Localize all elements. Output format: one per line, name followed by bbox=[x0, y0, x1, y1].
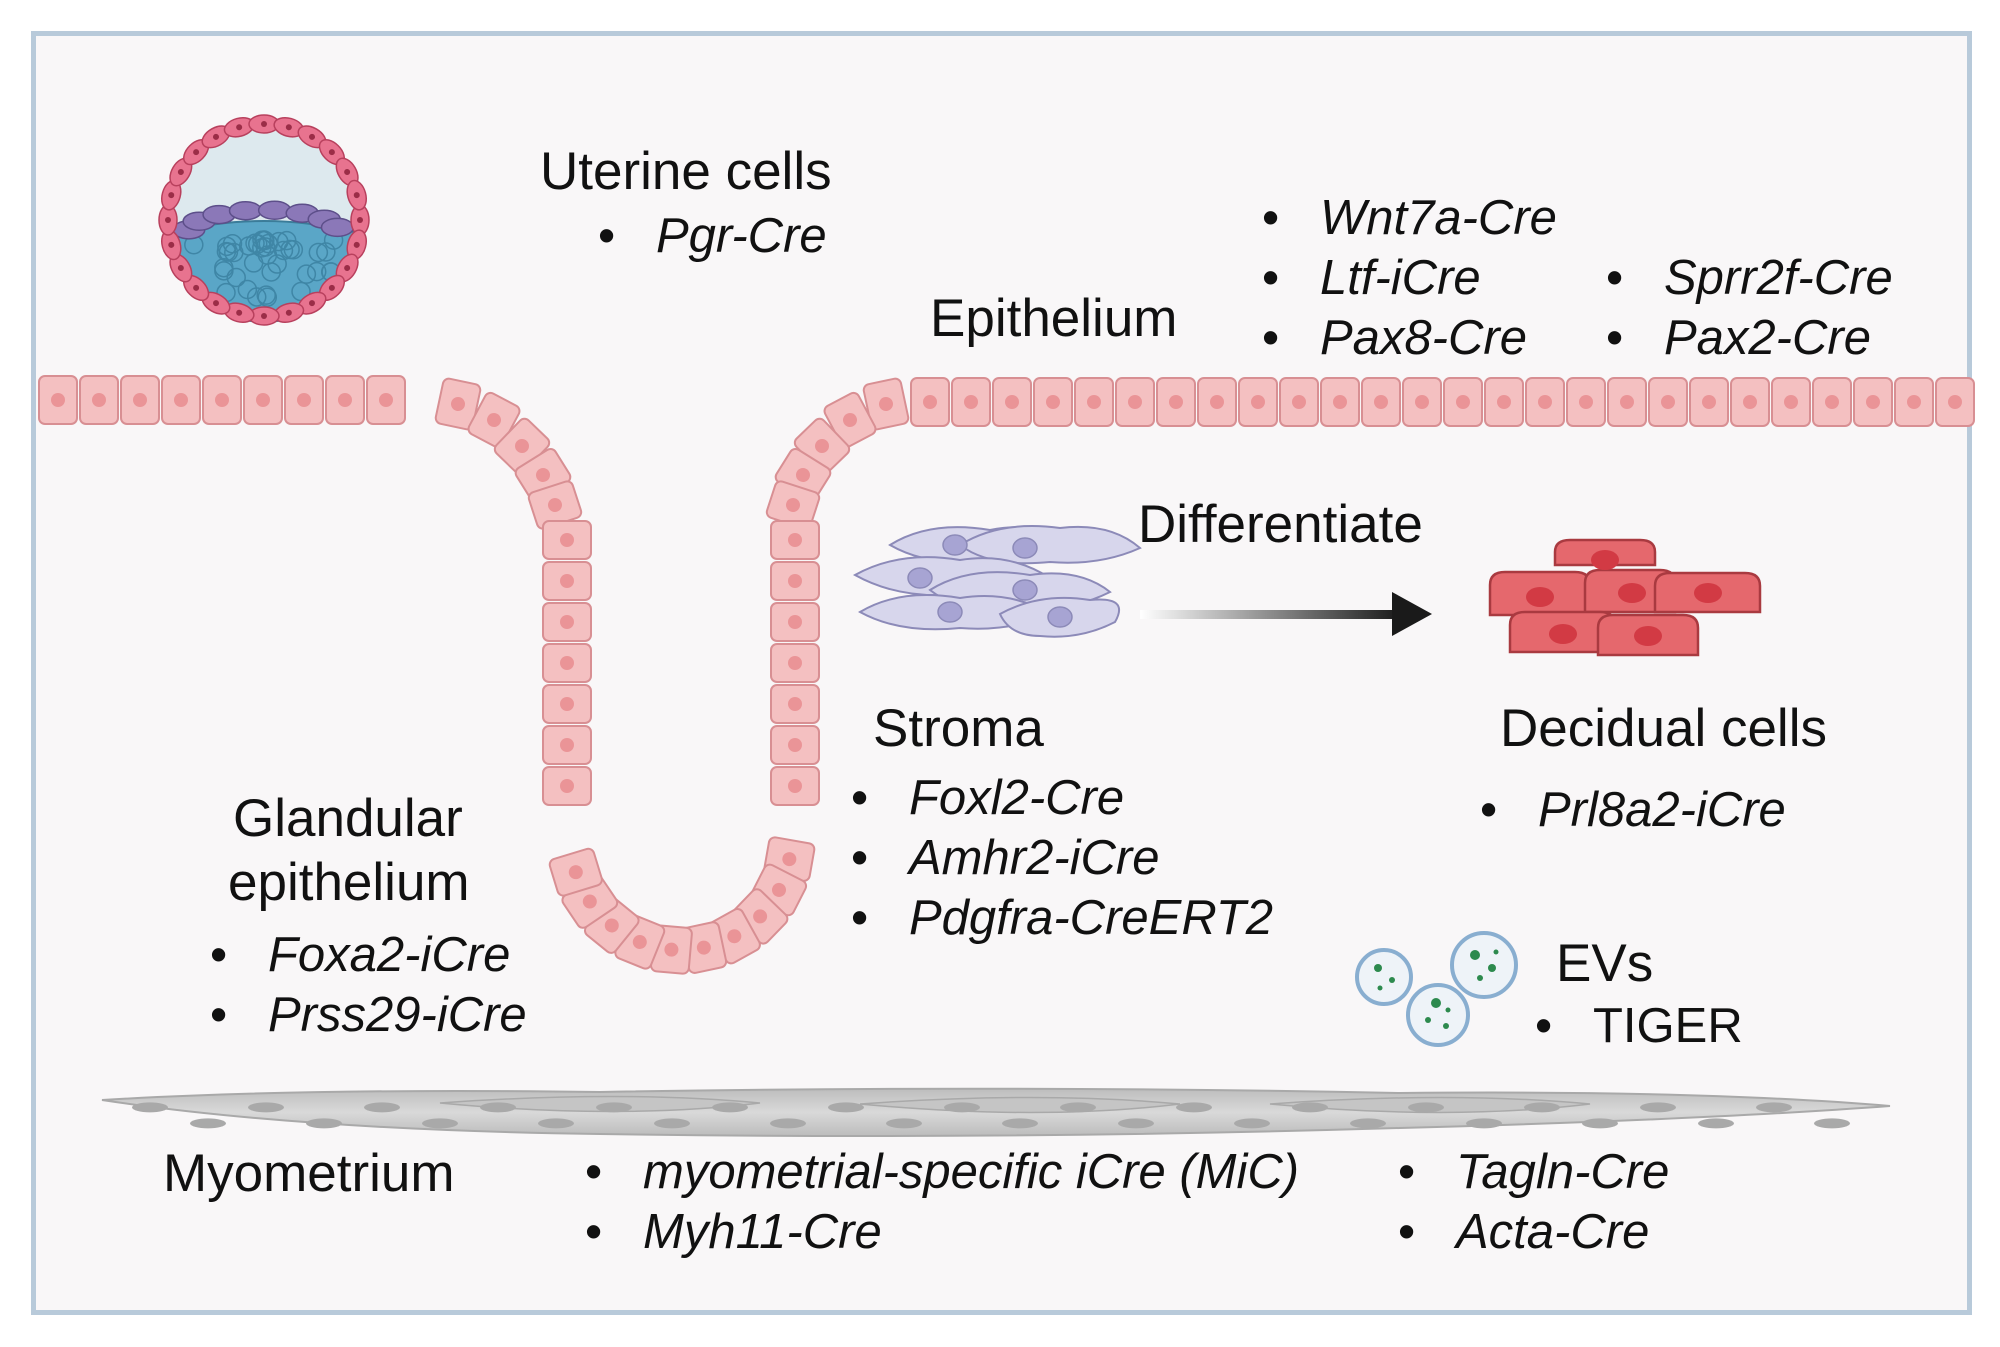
gene-amhr2-icre: Amhr2-iCre bbox=[851, 828, 1273, 888]
blastocyst-icon bbox=[159, 115, 370, 326]
epithelium-gene-list-2: Sprr2f-Cre Pax2-Cre bbox=[1606, 248, 1893, 368]
gene-prl8a2-icre: Prl8a2-iCre bbox=[1480, 780, 1786, 840]
gene-sprr2f-cre: Sprr2f-Cre bbox=[1606, 248, 1893, 308]
stroma-title: Stroma bbox=[873, 700, 1044, 758]
evs-gene-list: TIGER bbox=[1535, 996, 1743, 1056]
myometrium-gene-list-2: Tagln-Cre Acta-Cre bbox=[1398, 1142, 1669, 1262]
gene-myh11-cre: Myh11-Cre bbox=[585, 1202, 1299, 1262]
stroma-gene-list: Foxl2-Cre Amhr2-iCre Pdgfra-CreERT2 bbox=[851, 768, 1273, 948]
glandular-title-line1: Glandular bbox=[233, 790, 463, 848]
uterine-gene-list: Pgr-Cre bbox=[598, 206, 827, 266]
myometrium-title: Myometrium bbox=[163, 1145, 455, 1203]
epithelium-gene-list-1: Wnt7a-Cre Ltf-iCre Pax8-Cre bbox=[1262, 188, 1557, 368]
gene-pdgfra-creert2: Pdgfra-CreERT2 bbox=[851, 888, 1273, 948]
decidual-gene-list: Prl8a2-iCre bbox=[1480, 780, 1786, 840]
myometrium-gene-list-1: myometrial-specific iCre (MiC) Myh11-Cre bbox=[585, 1142, 1299, 1262]
glandular-title-line2: epithelium bbox=[228, 854, 470, 912]
decidual-cells-title: Decidual cells bbox=[1500, 700, 1827, 758]
evs-title: EVs bbox=[1556, 935, 1653, 993]
gene-prss29-icre: Prss29-iCre bbox=[210, 985, 527, 1045]
myometrium-muscle-icon bbox=[102, 1089, 1890, 1136]
gene-tagln-cre: Tagln-Cre bbox=[1398, 1142, 1669, 1202]
gene-foxl2-cre: Foxl2-Cre bbox=[851, 768, 1273, 828]
differentiate-arrow-icon bbox=[1140, 592, 1432, 636]
gene-foxa2-icre: Foxa2-iCre bbox=[210, 925, 527, 985]
glandular-gene-list: Foxa2-iCre Prss29-iCre bbox=[210, 925, 527, 1045]
uterine-cells-title: Uterine cells bbox=[540, 143, 832, 201]
extracellular-vesicles-icon bbox=[1357, 933, 1516, 1045]
gene-pax8-cre: Pax8-Cre bbox=[1262, 308, 1557, 368]
gene-tiger: TIGER bbox=[1535, 996, 1743, 1056]
epithelium-title: Epithelium bbox=[930, 290, 1177, 348]
differentiate-label: Differentiate bbox=[1138, 496, 1423, 554]
gene-wnt7a-cre: Wnt7a-Cre bbox=[1262, 188, 1557, 248]
decidual-cells-icon bbox=[1490, 540, 1760, 655]
gene-ltf-icre: Ltf-iCre bbox=[1262, 248, 1557, 308]
stromal-cells-icon bbox=[855, 526, 1140, 637]
gene-acta-cre: Acta-Cre bbox=[1398, 1202, 1669, 1262]
gene-pgr-cre: Pgr-Cre bbox=[598, 206, 827, 266]
gene-pax2-cre: Pax2-Cre bbox=[1606, 308, 1893, 368]
gene-mic: myometrial-specific iCre (MiC) bbox=[585, 1142, 1299, 1202]
